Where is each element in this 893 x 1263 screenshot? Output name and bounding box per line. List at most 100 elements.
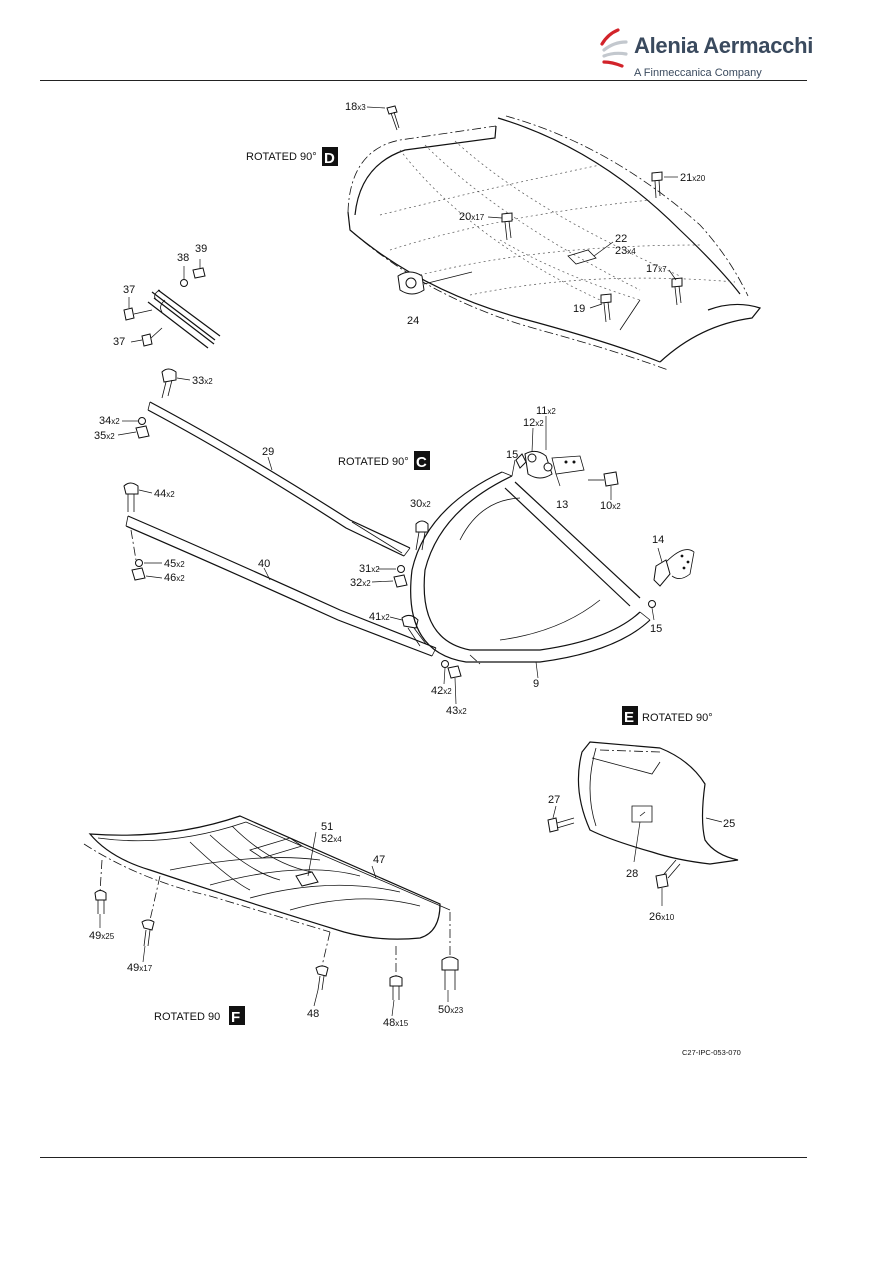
callout: 15 <box>650 623 662 635</box>
footer-rule <box>40 1157 807 1158</box>
callout-number: 48 <box>383 1017 395 1029</box>
callout-number: 19 <box>573 303 585 315</box>
view-f-caption-text: ROTATED 90 <box>154 1011 220 1023</box>
view-e-letter: E <box>624 709 634 726</box>
callout: 35x2 <box>94 430 115 442</box>
view-c-caption: ROTATED 90° C <box>338 451 430 471</box>
callout: 48x15 <box>383 1017 409 1029</box>
callout-number: 52 <box>321 833 333 845</box>
view-d-letter: D <box>324 150 335 167</box>
callout: 26x10 <box>649 911 675 923</box>
callout-qty: x17 <box>139 964 152 973</box>
callout-number: 23 <box>615 245 627 257</box>
callout: 32x2 <box>350 577 371 589</box>
callout-number: 32 <box>350 577 362 589</box>
callout-number: 24 <box>407 315 419 327</box>
fastener-17 <box>671 277 683 306</box>
callout-number: 27 <box>548 794 560 806</box>
callout: 22 <box>615 233 627 245</box>
callout-labels: 18x3 21x20 20x17 22 23x4 17x7 19 24 39 3… <box>89 101 735 1029</box>
fastener-19 <box>600 293 612 323</box>
callout-number: 48 <box>307 1008 319 1020</box>
callout-qty: x2 <box>106 432 115 441</box>
link-assembly <box>123 259 221 349</box>
strip-29 <box>117 368 429 588</box>
view-d-letter-box <box>322 147 338 166</box>
callout: 31x2 <box>359 563 380 575</box>
callout-number: 34 <box>99 415 111 427</box>
callout: 29 <box>262 446 274 458</box>
view-e-caption-text: ROTATED 90° <box>642 712 713 724</box>
view-e-panel <box>547 741 739 906</box>
view-e-letter-box <box>622 706 638 725</box>
callout: 27 <box>548 794 560 806</box>
callout-number: 17 <box>646 263 658 275</box>
callout-qty: x20 <box>692 174 705 183</box>
bow-frame-9 <box>410 416 695 679</box>
callout-number: 11 <box>536 405 547 417</box>
fastener-20 <box>501 212 513 241</box>
callout-number: 49 <box>89 930 101 942</box>
callout-qty: x25 <box>101 932 114 941</box>
callout: 12x2 <box>523 417 544 429</box>
callout: 19 <box>573 303 585 315</box>
brand-subtitle: A Finmeccanica Company <box>634 67 762 79</box>
callout-number: 21 <box>680 172 692 184</box>
callout-qty: x2 <box>458 707 467 716</box>
callout: 34x2 <box>99 415 120 427</box>
callout-number: 29 <box>262 446 274 458</box>
fastener-18 <box>386 105 400 131</box>
view-f-letter-box <box>229 1006 245 1025</box>
callout: 37 <box>123 284 135 296</box>
callout: 11x2 <box>536 405 556 417</box>
callout-number: 43 <box>446 705 458 717</box>
callout-number: 13 <box>556 499 568 511</box>
callout-number: 40 <box>258 558 270 570</box>
callout-number: 39 <box>195 243 207 255</box>
callout: 43x2 <box>446 705 467 717</box>
callout-qty: x17 <box>471 213 484 222</box>
view-c-letter: C <box>416 454 427 471</box>
fastener-21 <box>651 171 663 199</box>
callout-qty: x2 <box>176 574 185 583</box>
callout-number: 33 <box>192 375 204 387</box>
callout: 15 <box>506 449 518 461</box>
callout: 13 <box>556 499 568 511</box>
callout-qty: x2 <box>535 419 544 428</box>
callout-number: 18 <box>345 101 357 113</box>
callout-number: 41 <box>369 611 381 623</box>
callout: 30x2 <box>410 498 431 510</box>
callout: 49x25 <box>89 930 115 942</box>
view-e-caption: E ROTATED 90° <box>622 706 713 726</box>
callout-qty: x15 <box>395 1019 408 1028</box>
callout: 24 <box>407 315 419 327</box>
callout: 9 <box>533 678 539 690</box>
callout: 46x2 <box>164 572 185 584</box>
callout-qty: x7 <box>658 265 667 274</box>
callout: 21x20 <box>680 172 706 184</box>
callout-qty: x10 <box>661 913 674 922</box>
callout: 41x2 <box>369 611 390 623</box>
callout-number: 30 <box>410 498 422 510</box>
callout-qty: x2 <box>371 565 380 574</box>
callout: 50x23 <box>438 1004 464 1016</box>
callout: 38 <box>177 252 189 264</box>
callout: 42x2 <box>431 685 452 697</box>
callout-number: 49 <box>127 962 139 974</box>
callout-qty: x2 <box>362 579 371 588</box>
callout-qty: x2 <box>443 687 452 696</box>
callout: 44x2 <box>154 488 175 500</box>
callout-qty: x2 <box>204 377 213 386</box>
callout-qty: x2 <box>176 560 185 569</box>
callout-qty: x3 <box>357 103 366 112</box>
callout: 47 <box>373 854 385 866</box>
callout-qty: x2 <box>381 613 390 622</box>
callout-number: 22 <box>615 233 627 245</box>
callout-number: 45 <box>164 558 176 570</box>
brand-logo: Alenia Aermacchi A Finmeccanica Company <box>596 24 813 84</box>
view-f-caption: ROTATED 90 F <box>154 1006 245 1026</box>
view-f-letter: F <box>231 1009 240 1026</box>
callout-number: 12 <box>523 417 535 429</box>
callout-number: 31 <box>359 563 371 575</box>
